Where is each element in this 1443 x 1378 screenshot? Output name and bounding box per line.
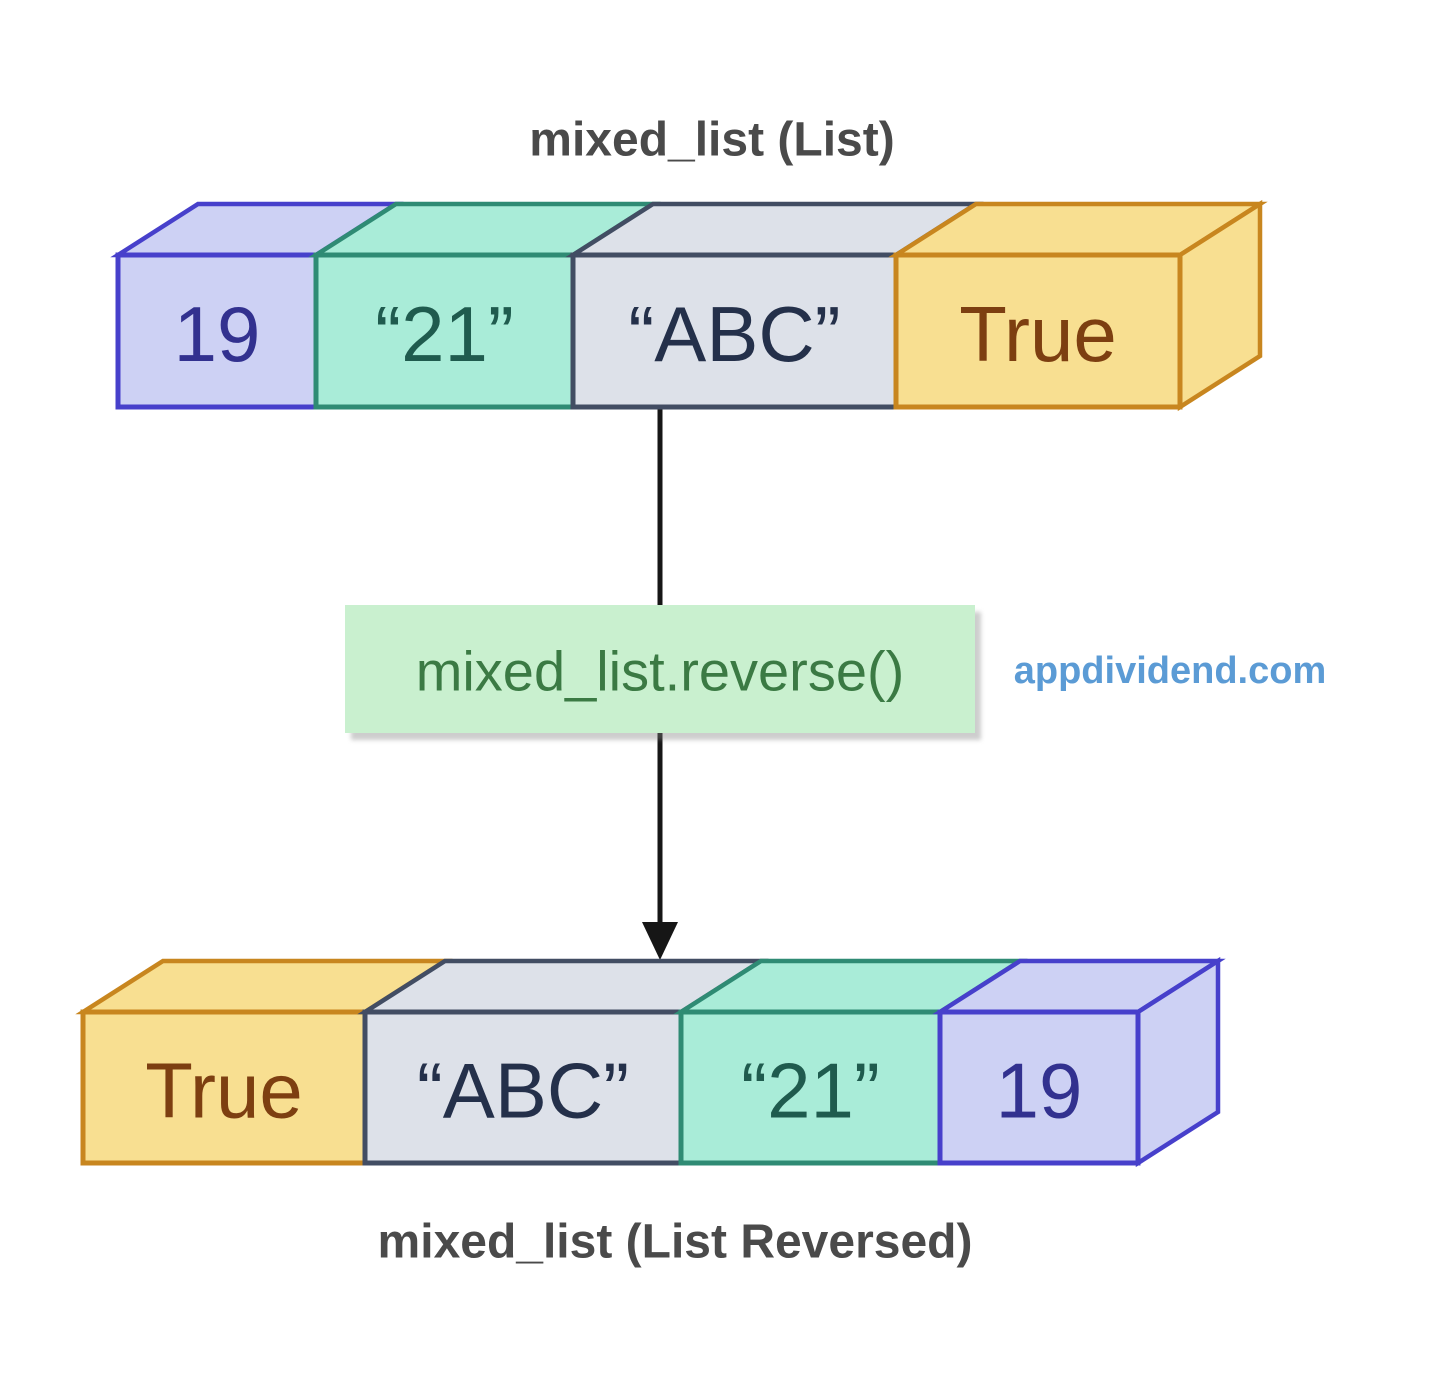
cell-value: 19 [996,1047,1083,1135]
cell-front-face [362,1009,684,1166]
cell-value: “21” [375,290,514,378]
bottom-list: True “ABC” “21” 19 [75,956,1226,1168]
list-cell: “ABC” [565,201,984,410]
cell-front-face [570,252,899,410]
arrow-head-icon [642,922,678,960]
cell-value: “21” [741,1047,880,1135]
list-cell: True [888,199,1268,412]
cell-value: True [959,290,1117,378]
top-list: 19 “21” “ABC” True [110,199,1268,412]
operation-box: mixed_list.reverse() [345,605,975,733]
cell-front-face [313,252,576,410]
cell-value: “ABC” [628,290,840,378]
list-cell: “21” [673,958,1028,1166]
list-cell: 19 [932,956,1226,1168]
bottom-list-title: mixed_list (List Reversed) [378,1216,973,1269]
watermark-text: appdividend.com [1014,650,1326,692]
cell-front-face [937,1009,1141,1166]
cell-value: “ABC” [417,1047,629,1135]
list-cell: “21” [308,201,661,410]
operation-label: mixed_list.reverse() [416,640,905,703]
list-cell: “ABC” [357,958,769,1166]
operation-box-bg [345,605,975,733]
cell-front-face [678,1009,943,1166]
cell-front-face [893,252,1183,410]
cell-front-face [80,1009,368,1166]
cell-value: True [145,1047,303,1135]
top-list-title: mixed_list (List) [529,114,894,167]
cell-value: 19 [174,290,261,378]
